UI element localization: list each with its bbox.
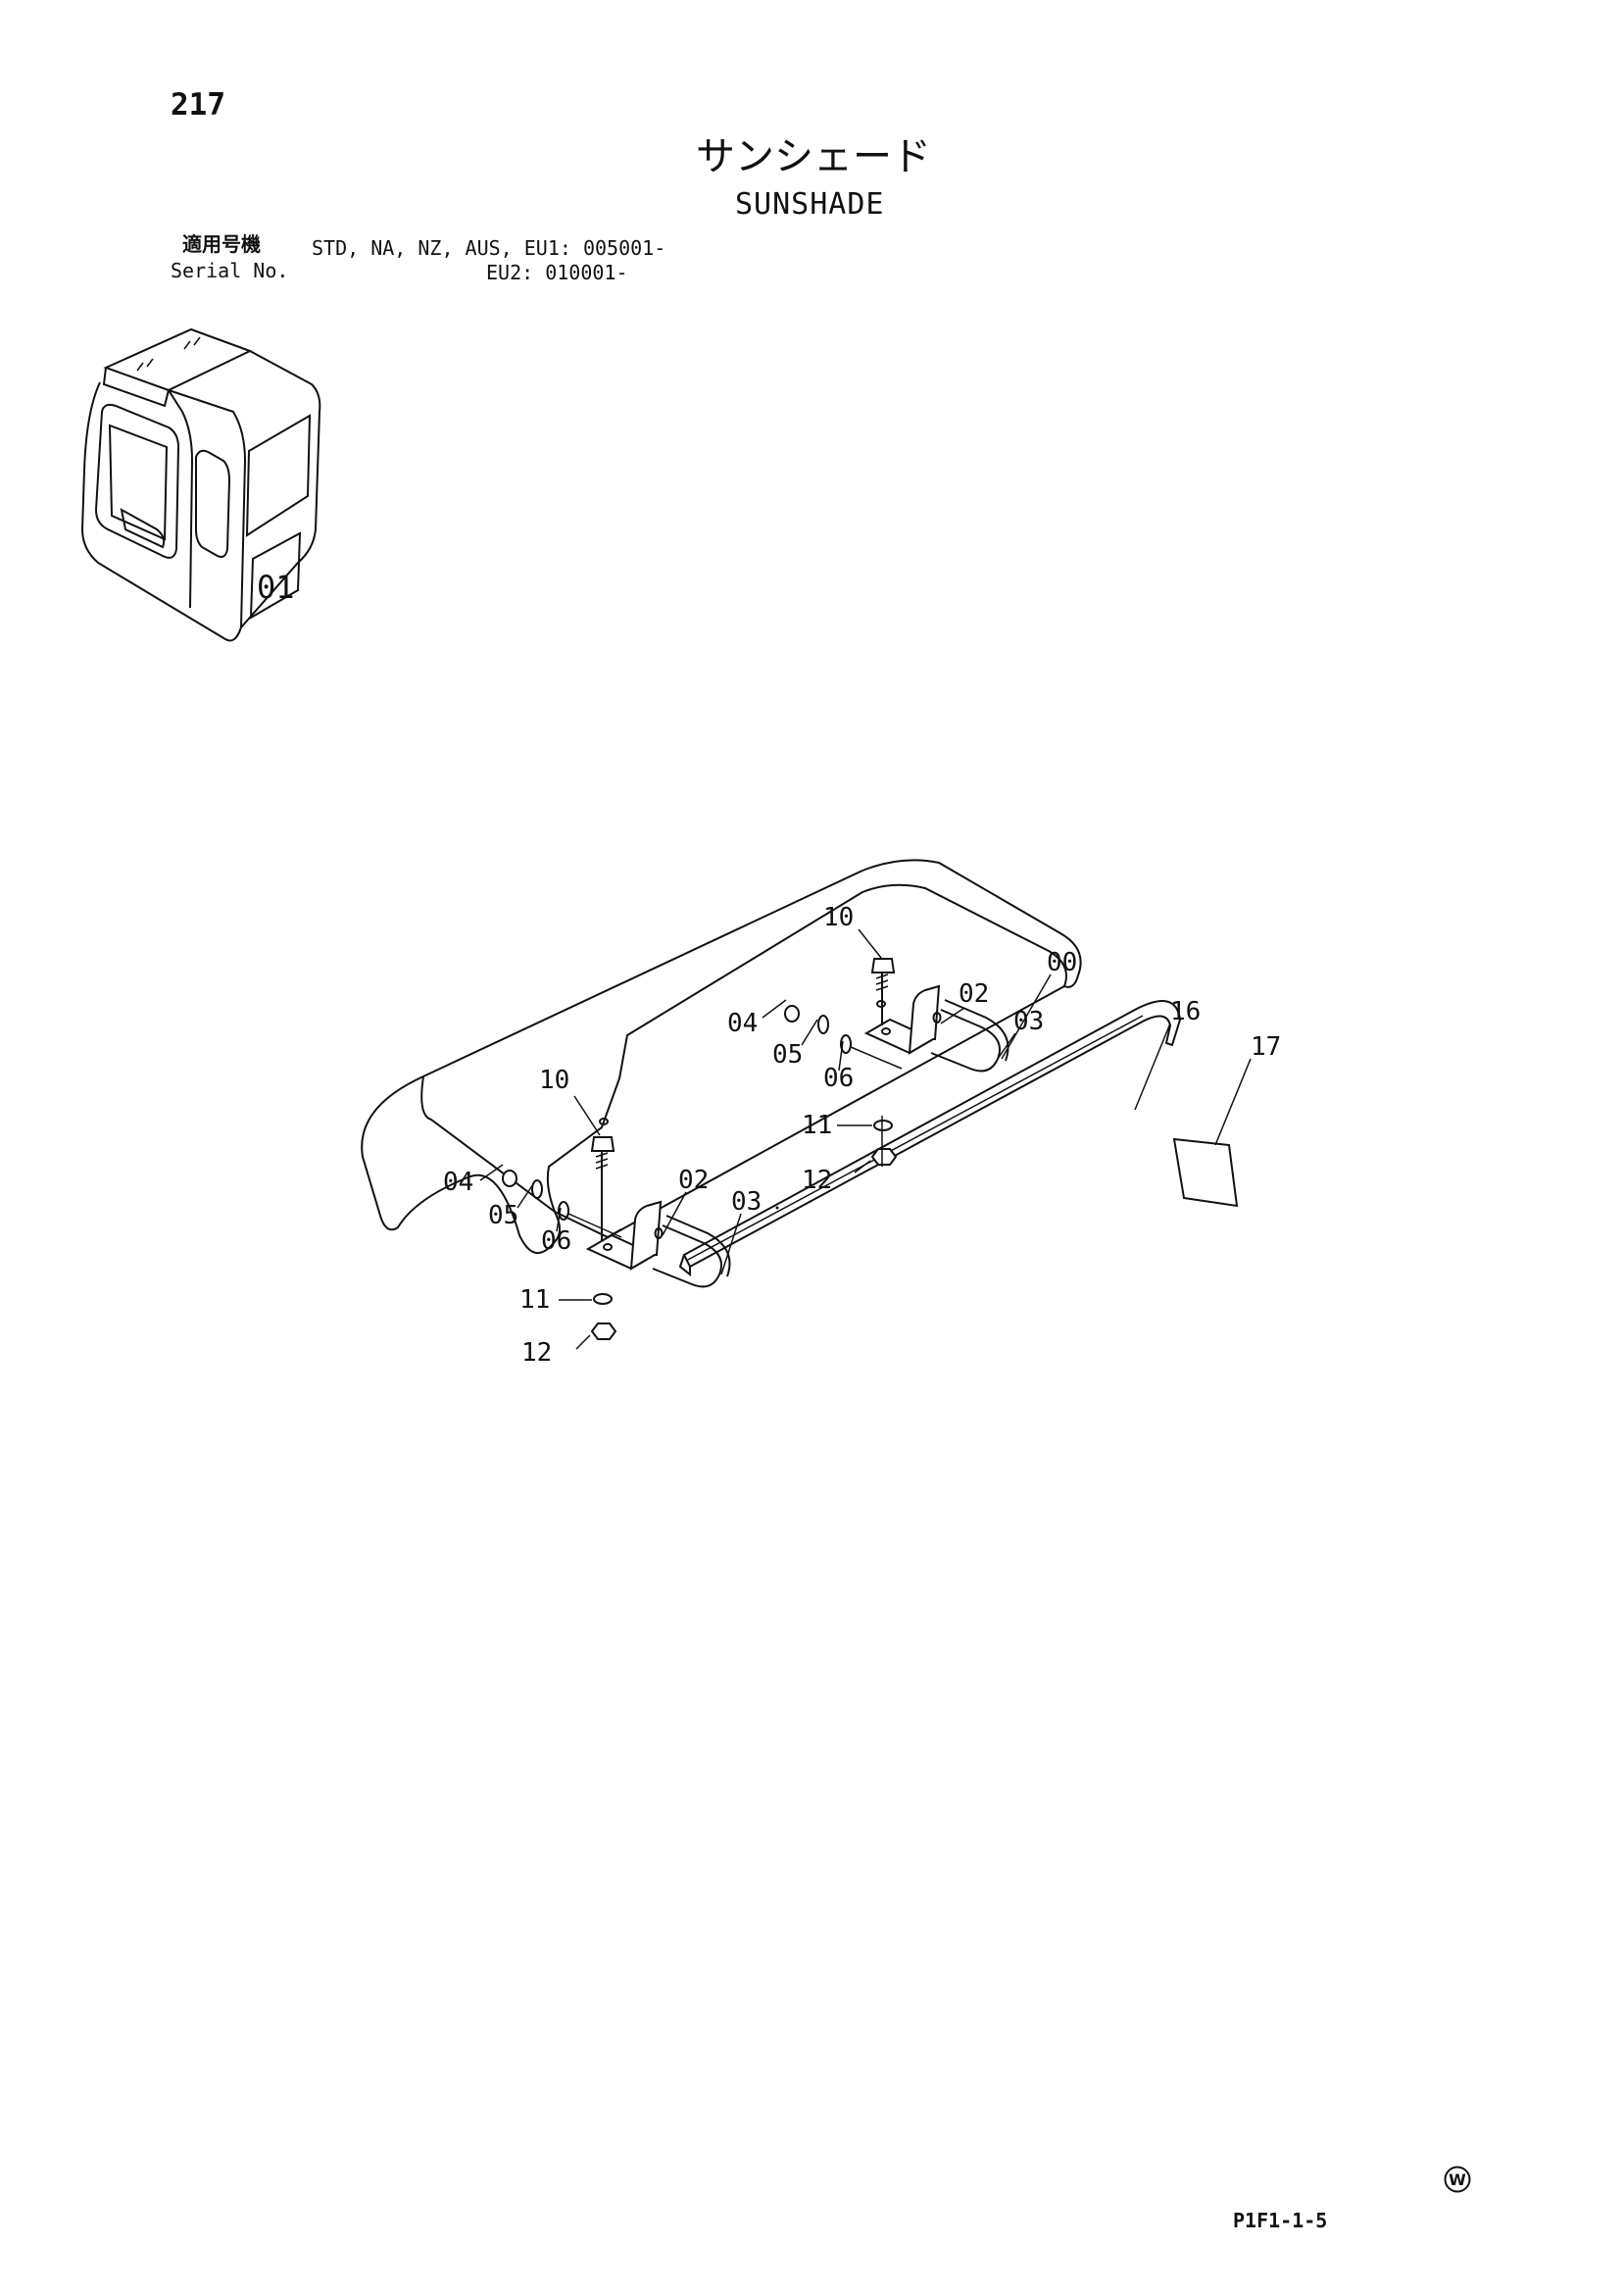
serial-range-2: EU2: 010001- bbox=[486, 261, 628, 284]
callout-left-03: 03 bbox=[731, 1187, 762, 1217]
callout-right-04: 04 bbox=[727, 1009, 758, 1038]
page-title-japanese: サンシェード bbox=[696, 134, 931, 179]
cab-decal-text: 01 bbox=[257, 569, 295, 606]
callout-right-10: 10 bbox=[823, 903, 854, 932]
page-title: SUNSHADE bbox=[735, 187, 885, 222]
w-circle-icon: W bbox=[1444, 2166, 1471, 2193]
trim-strip bbox=[678, 1000, 1182, 1277]
label-plate bbox=[1172, 1137, 1239, 1208]
washer bbox=[593, 1293, 613, 1305]
callout-right-12: 12 bbox=[802, 1166, 832, 1195]
callout-right-06: 06 bbox=[823, 1064, 854, 1093]
washer bbox=[840, 1034, 852, 1054]
nut bbox=[502, 1170, 517, 1187]
w-mark-letter: W bbox=[1449, 2171, 1466, 2189]
serial-label-japanese: 適用号機 bbox=[182, 232, 261, 256]
cab-inset-illustration: 01 bbox=[80, 327, 321, 642]
callout-left-02: 02 bbox=[678, 1166, 709, 1195]
callout-left-10: 10 bbox=[539, 1066, 569, 1095]
callout-right-05: 05 bbox=[772, 1040, 803, 1070]
callout-left-12: 12 bbox=[521, 1338, 552, 1368]
callout-right-03: 03 bbox=[1013, 1007, 1044, 1036]
hardware-group-right bbox=[784, 958, 1009, 1167]
washer bbox=[558, 1201, 569, 1221]
callout-00: 00 bbox=[1047, 948, 1077, 977]
callout-17: 17 bbox=[1251, 1032, 1281, 1062]
nut bbox=[784, 1005, 800, 1023]
callout-right-11: 11 bbox=[802, 1111, 832, 1140]
callout-left-05: 05 bbox=[488, 1201, 518, 1230]
page-number: 217 bbox=[171, 87, 225, 123]
callout-left-06: 06 bbox=[541, 1226, 571, 1256]
washer bbox=[873, 1120, 893, 1131]
serial-range-1: STD, NA, NZ, AUS, EU1: 005001- bbox=[312, 236, 666, 260]
nut bbox=[870, 1148, 898, 1166]
serial-label: Serial No. bbox=[171, 259, 289, 282]
callout-left-11: 11 bbox=[519, 1285, 550, 1315]
washer bbox=[817, 1015, 829, 1034]
bolt bbox=[590, 1136, 615, 1152]
leader-lines bbox=[479, 928, 1252, 1350]
nut bbox=[590, 1323, 617, 1340]
callout-16: 16 bbox=[1170, 997, 1201, 1026]
callout-left-04: 04 bbox=[443, 1168, 473, 1197]
u-bolt bbox=[652, 1224, 722, 1288]
bolt bbox=[870, 958, 896, 973]
page-code: P1F1-1-5 bbox=[1233, 2209, 1328, 2232]
hardware-group-left bbox=[502, 1136, 731, 1340]
washer bbox=[531, 1179, 543, 1199]
callout-right-02: 02 bbox=[959, 979, 989, 1009]
callouts: 10 04 05 06 02 03 11 12 10 04 05 06 02 0… bbox=[443, 903, 1281, 1368]
